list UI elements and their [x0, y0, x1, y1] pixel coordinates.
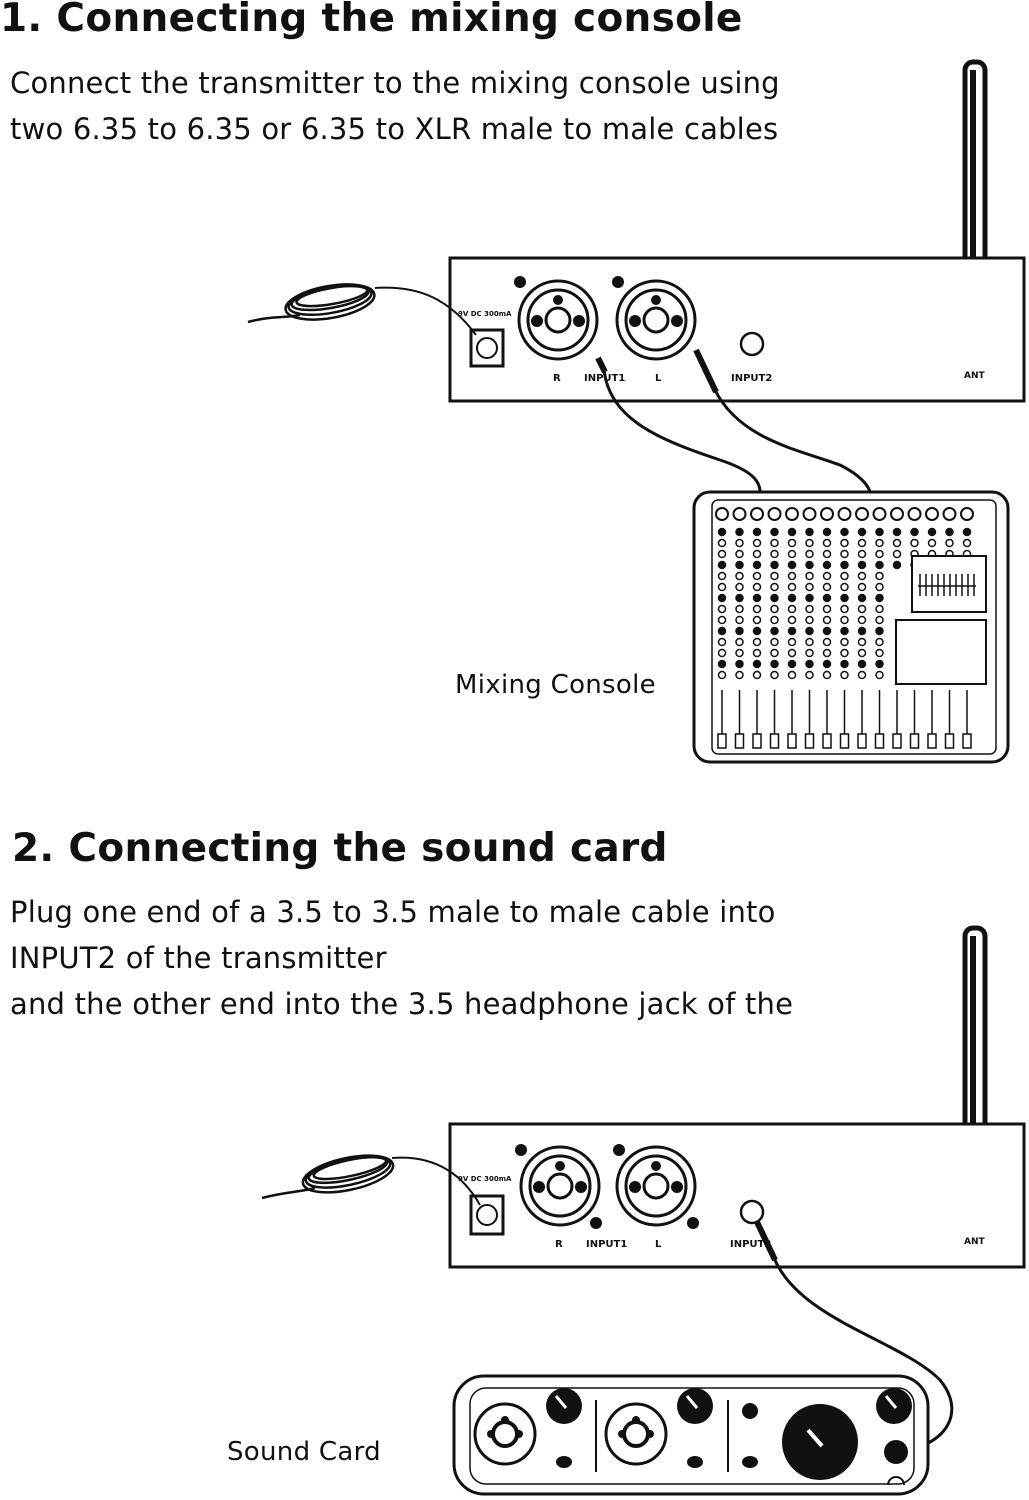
transmitter-2: 9V DC 300mA R INPUT1 L INPUT2 ANT	[448, 925, 1026, 1269]
mixer-channel-strip	[732, 507, 747, 749]
mixer-channel-strip	[802, 507, 817, 749]
r-label-2: R	[555, 1239, 563, 1250]
mixer-channel-strip	[820, 507, 834, 749]
ant-label-2: ANT	[964, 1237, 985, 1247]
section1-line-1: Connect the transmitter to the mixing co…	[10, 66, 780, 100]
headphone-jack	[884, 1440, 908, 1464]
power-label-1: 9V DC 300mA	[458, 310, 512, 318]
section2-line-2: INPUT2 of the transmitter	[10, 941, 387, 975]
audio-cables-1	[595, 348, 872, 493]
section1-heading: 1. Connecting the mixing console	[0, 0, 743, 41]
power-cable-2	[261, 1154, 481, 1206]
input2-label-1: INPUT2	[731, 373, 772, 384]
input2-label-2: INPUT2	[730, 1239, 771, 1250]
transmitter-1: 9V DC 300mA R INPUT1 L INPUT2 ANT	[448, 59, 1026, 403]
mixer-channel-strip	[872, 507, 887, 749]
mixer-channel-strip	[750, 507, 764, 749]
audio-cable-2	[754, 1220, 954, 1454]
section2-line-1: Plug one end of a 3.5 to 3.5 male to mal…	[10, 895, 776, 929]
input2-jack-2	[739, 1199, 765, 1225]
l-label-2: L	[655, 1239, 662, 1250]
headphone-icon	[887, 1476, 905, 1486]
combo-jack-l-1	[612, 276, 697, 361]
mixer-channel-strip	[785, 507, 799, 749]
mixer-channel-strip	[837, 507, 852, 749]
mixing-console-caption: Mixing Console	[455, 670, 656, 700]
section2-heading: 2. Connecting the sound card	[12, 826, 668, 871]
mixer-channel-strip	[960, 507, 974, 749]
mixer-channel-strip	[767, 507, 782, 749]
input1-label-2: INPUT1	[586, 1239, 627, 1250]
sound-card-device	[452, 1374, 930, 1496]
input2-jack-1	[739, 331, 765, 357]
section2-line-3: and the other end into the 3.5 headphone…	[10, 987, 794, 1021]
mixer-channel-strip	[907, 507, 922, 749]
mixer-channel-strip	[855, 507, 869, 749]
section1-line-2: two 6.35 to 6.35 or 6.35 to XLR male to …	[10, 112, 779, 146]
mixing-console-device	[692, 490, 1010, 764]
sound-card-caption: Sound Card	[227, 1437, 381, 1467]
combo-jack-l-2	[613, 1144, 699, 1229]
combo-jack-r-2	[515, 1144, 602, 1229]
power-cable-1	[247, 283, 477, 336]
mixer-channel-strip	[890, 507, 904, 749]
r-label-1: R	[553, 373, 561, 384]
ant-label-1: ANT	[964, 371, 985, 381]
power-label-2: 9V DC 300mA	[458, 1175, 512, 1183]
l-label-1: L	[655, 373, 662, 384]
combo-jack-r-1	[514, 276, 599, 361]
mixer-channel-strip	[715, 507, 729, 749]
